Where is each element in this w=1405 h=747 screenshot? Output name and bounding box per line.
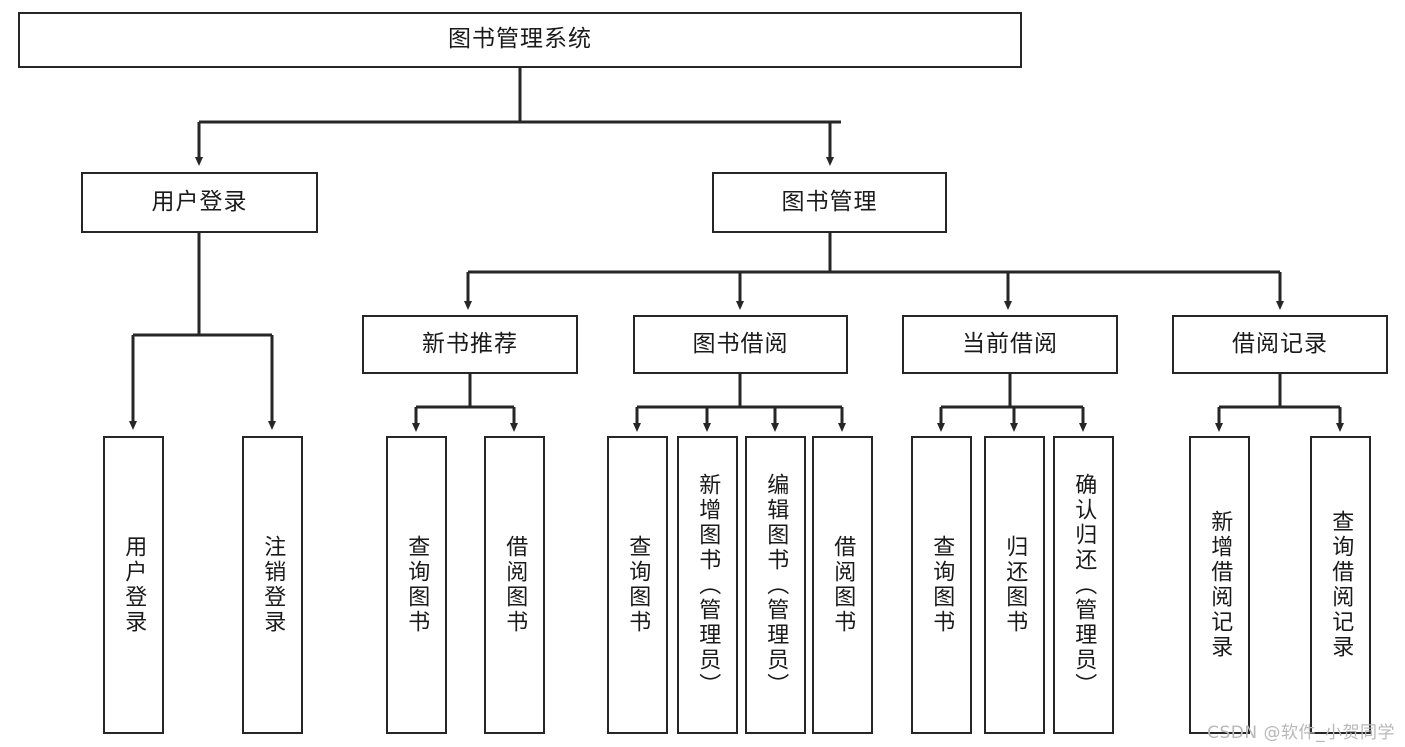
- node-leaf-user-logout[interactable]: 注销登录: [242, 436, 303, 734]
- node-leaf-query-book-2-label: 查询图书: [625, 535, 651, 635]
- node-book-borrow[interactable]: 图书借阅: [633, 315, 848, 374]
- node-leaf-edit-book[interactable]: 编辑图书（管理员）: [745, 436, 806, 734]
- node-leaf-query-book-1-label: 查询图书: [404, 535, 430, 635]
- node-leaf-query-book-2[interactable]: 查询图书: [607, 436, 668, 734]
- node-leaf-return-book-label: 归还图书: [1002, 535, 1028, 635]
- node-leaf-user-login[interactable]: 用户登录: [103, 436, 164, 734]
- node-leaf-borrow-book-2[interactable]: 借阅图书: [812, 436, 873, 734]
- node-leaf-user-login-label: 用户登录: [121, 535, 147, 635]
- node-new-book-rec[interactable]: 新书推荐: [362, 315, 578, 374]
- node-borrow-record-label: 借阅记录: [1232, 330, 1328, 357]
- node-leaf-return-book[interactable]: 归还图书: [984, 436, 1045, 734]
- watermark: CSDN @软件_小贺同学: [1207, 723, 1395, 743]
- node-book-manage-label: 图书管理: [781, 188, 878, 215]
- node-user-login[interactable]: 用户登录: [81, 172, 318, 233]
- node-leaf-edit-book-label: 编辑图书（管理员）: [763, 472, 789, 698]
- node-book-manage[interactable]: 图书管理: [712, 172, 947, 233]
- node-leaf-add-book-label: 新增图书（管理员）: [695, 472, 721, 698]
- node-current-borrow-label: 当前借阅: [962, 330, 1058, 357]
- node-leaf-query-book-3-label: 查询图书: [929, 535, 955, 635]
- node-leaf-query-book-1[interactable]: 查询图书: [386, 436, 447, 734]
- node-user-login-label: 用户登录: [151, 188, 248, 215]
- node-leaf-borrow-book-1[interactable]: 借阅图书: [484, 436, 545, 734]
- node-leaf-add-book[interactable]: 新增图书（管理员）: [677, 436, 738, 734]
- node-root[interactable]: 图书管理系统: [18, 12, 1022, 68]
- node-current-borrow[interactable]: 当前借阅: [902, 315, 1118, 374]
- node-leaf-borrow-book-1-label: 借阅图书: [502, 535, 528, 635]
- node-leaf-confirm-return-label: 确认归还（管理员）: [1071, 472, 1097, 698]
- node-leaf-query-record[interactable]: 查询借阅记录: [1310, 436, 1371, 734]
- node-leaf-add-record[interactable]: 新增借阅记录: [1189, 436, 1250, 734]
- node-leaf-user-logout-label: 注销登录: [260, 535, 286, 635]
- node-leaf-borrow-book-2-label: 借阅图书: [830, 535, 856, 635]
- node-leaf-add-record-label: 新增借阅记录: [1207, 510, 1233, 660]
- node-book-borrow-label: 图书借阅: [692, 330, 789, 357]
- node-leaf-query-book-3[interactable]: 查询图书: [911, 436, 972, 734]
- node-borrow-record[interactable]: 借阅记录: [1172, 315, 1388, 374]
- node-leaf-confirm-return[interactable]: 确认归还（管理员）: [1053, 436, 1114, 734]
- node-root-label: 图书管理系统: [448, 26, 592, 53]
- node-leaf-query-record-label: 查询借阅记录: [1328, 510, 1354, 660]
- node-new-book-rec-label: 新书推荐: [422, 330, 518, 357]
